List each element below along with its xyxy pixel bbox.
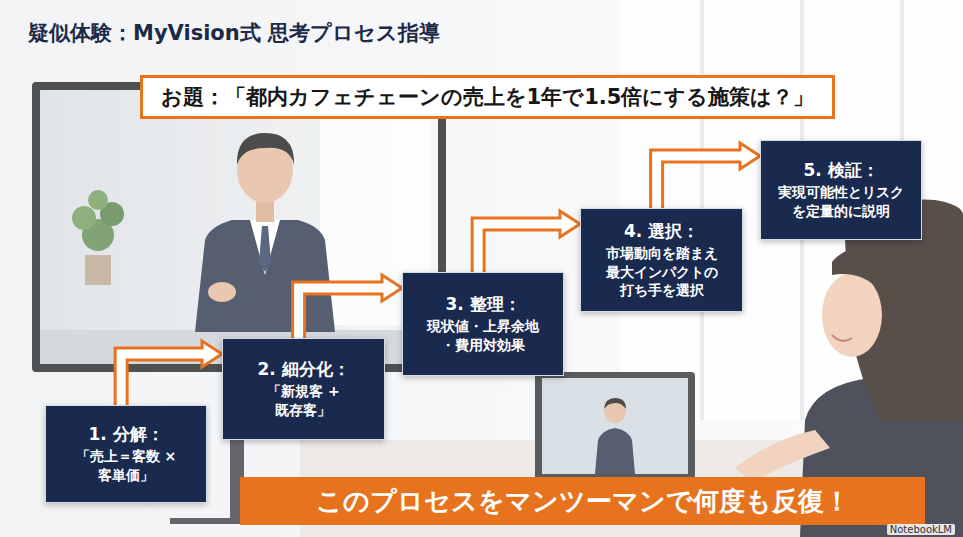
title: 疑似体験：MyVision式 思考プロセス指導 bbox=[28, 19, 440, 47]
step-heading: 4. 選択： bbox=[624, 220, 699, 242]
box-text: お題：「都内カフェチェーンの売上を1年で1.5倍にする施策は？」 bbox=[161, 83, 815, 111]
step-body: 実現可能性とリスク を定量的に説明 bbox=[776, 183, 906, 221]
step-body: 「新規客 + 既存客」 bbox=[264, 382, 342, 420]
watermark: NotebookLM bbox=[887, 524, 955, 535]
step-heading: 5. 検証： bbox=[803, 159, 878, 181]
arrow-outline bbox=[478, 224, 561, 272]
arrow-outline bbox=[299, 288, 383, 338]
step-box: 4. 選択：市場動向を踏まえ 最大インパクトの 打ち手を選択 bbox=[580, 208, 743, 312]
step-heading: 1. 分解： bbox=[88, 423, 163, 445]
message-band: このプロセスをマンツーマンで何度も反復！ bbox=[240, 477, 925, 525]
step-box: 1. 分解：「売上＝客数 × 客単価」 bbox=[45, 405, 207, 503]
arrow-body bbox=[657, 156, 743, 208]
step-box: 3. 整理：現状値・上昇余地 ・費用対効果 bbox=[402, 272, 564, 376]
step-arrow bbox=[121, 341, 222, 405]
step-arrow bbox=[657, 143, 760, 208]
step-body: 現状値・上昇余地 ・費用対効果 bbox=[425, 317, 541, 355]
arrow-outline bbox=[121, 354, 203, 405]
step-body: 「売上＝客数 × 客単価」 bbox=[73, 447, 179, 485]
step-arrow bbox=[299, 275, 402, 338]
box-text: このプロセスをマンツーマンで何度も反復！ bbox=[316, 484, 850, 519]
topic-box: お題：「都内カフェチェーンの売上を1年で1.5倍にする施策は？」 bbox=[140, 75, 835, 119]
step-box: 5. 検証：実現可能性とリスク を定量的に説明 bbox=[760, 140, 922, 240]
step-arrow bbox=[478, 211, 580, 272]
arrow-body bbox=[299, 288, 385, 338]
step-heading: 3. 整理： bbox=[445, 293, 520, 315]
step-box: 2. 細分化：「新規客 + 既存客」 bbox=[222, 338, 385, 440]
step-body: 市場動向を踏まえ 最大インパクトの 打ち手を選択 bbox=[603, 244, 719, 301]
step-heading: 2. 細分化： bbox=[257, 358, 349, 380]
arrow-body bbox=[121, 354, 205, 405]
arrow-body bbox=[478, 224, 563, 272]
arrow-outline bbox=[657, 156, 741, 208]
